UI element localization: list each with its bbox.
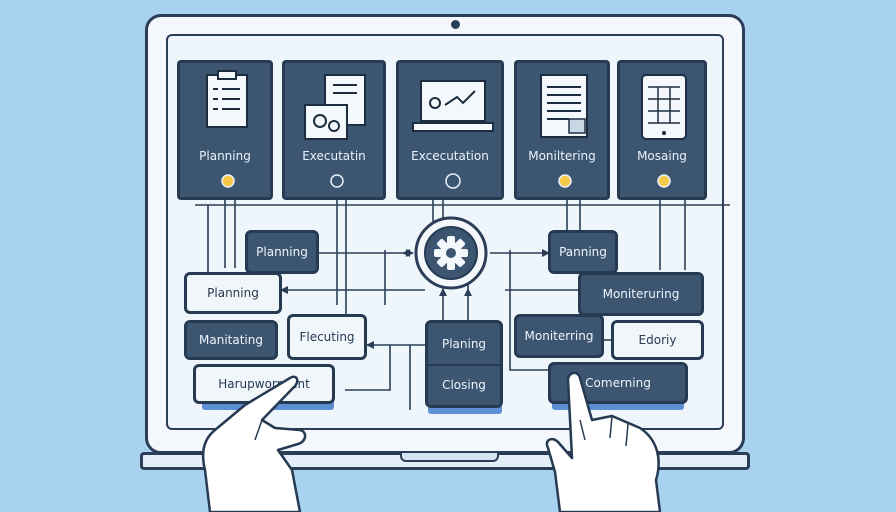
- clipboard-checklist-icon: [206, 70, 248, 188]
- card-mosaing[interactable]: Mosaing: [617, 60, 707, 200]
- node-label: Closing: [442, 378, 486, 392]
- node-planning-secondary[interactable]: Planning: [184, 272, 282, 314]
- node-divider: [425, 364, 503, 366]
- document-gears-icon: [304, 74, 366, 188]
- node-planing-closing[interactable]: Planing Closing: [425, 320, 503, 408]
- card-planning[interactable]: Planning: [177, 60, 273, 200]
- laptop-notch: [400, 453, 499, 462]
- card-moniltering[interactable]: Moniltering: [514, 60, 610, 200]
- card-label: Excecutation: [411, 149, 489, 163]
- webcam: [451, 20, 460, 29]
- tablet-grid-icon: [641, 74, 687, 188]
- card-executatin[interactable]: Executatin: [282, 60, 386, 200]
- node-planning[interactable]: Planning: [245, 230, 319, 274]
- node-edoriy[interactable]: Edoriy: [611, 320, 704, 360]
- card-excecutation[interactable]: Excecutation: [396, 60, 504, 200]
- node-moniteruring[interactable]: Moniteruring: [578, 272, 704, 316]
- node-moniterring[interactable]: Moniterring: [514, 314, 604, 358]
- node-label: Planing: [441, 337, 487, 351]
- card-label: Mosaing: [637, 149, 687, 163]
- card-label: Moniltering: [528, 149, 596, 163]
- card-label: Planning: [199, 149, 251, 163]
- card-label: Executatin: [302, 149, 366, 163]
- node-flecuting[interactable]: Flecuting: [287, 314, 367, 360]
- node-manitating[interactable]: Manitating: [184, 320, 278, 360]
- laptop-chart-icon: [412, 80, 494, 189]
- report-document-icon: [540, 74, 588, 188]
